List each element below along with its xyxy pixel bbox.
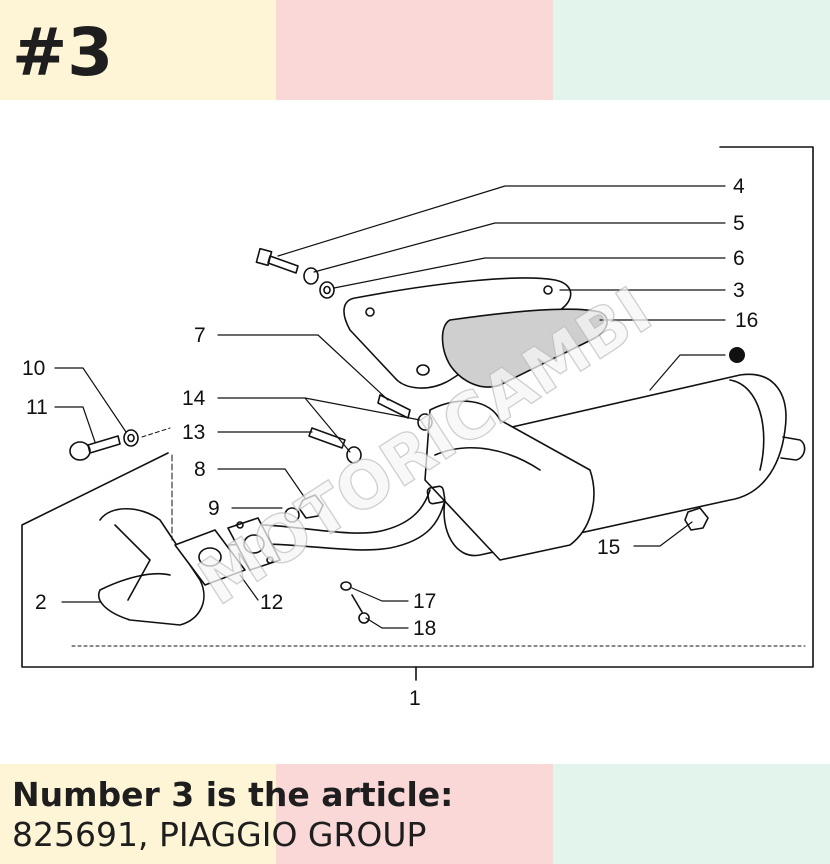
callout-8: 8	[194, 458, 206, 481]
screw-18	[351, 594, 363, 613]
callout-16: 16	[735, 309, 758, 332]
band-segment-pink	[276, 764, 553, 864]
callout-1: 1	[409, 687, 421, 710]
callout-7: 7	[194, 324, 206, 347]
bottom-color-band	[0, 764, 830, 864]
nut-9	[284, 507, 300, 523]
nut-15	[684, 507, 709, 531]
article-code-brand: 825691, PIAGGIO GROUP	[12, 815, 427, 854]
band-segment-mint	[553, 764, 830, 864]
bolt-11-washer-10	[69, 427, 171, 461]
exploded-parts-diagram: MOTORICAMBI 4 5 6 3 16 7 14 13 10 11 8 9…	[21, 146, 814, 710]
band-segment-yellow	[0, 764, 276, 864]
callout-4: 4	[733, 175, 745, 198]
callout-14: 14	[182, 387, 206, 410]
flange-gaskets	[171, 454, 281, 586]
callout-9: 9	[208, 497, 220, 520]
bolt-13	[308, 427, 346, 449]
leader-lines	[54, 185, 726, 629]
callout-6: 6	[733, 247, 745, 270]
mounting-sleeve	[426, 485, 446, 505]
item-number-badge: #3	[12, 14, 114, 91]
callout-18: 18	[413, 617, 436, 640]
washer-14a	[417, 413, 433, 431]
band-segment-yellow	[0, 0, 276, 100]
callout-3: 3	[733, 279, 745, 302]
exhaust-pipe	[98, 489, 446, 626]
callout-2: 2	[35, 591, 47, 614]
article-heading: Number 3 is the article:	[12, 775, 454, 814]
callout-5: 5	[733, 212, 745, 235]
assembly-bracket	[21, 146, 814, 668]
assembly-marker-dot	[729, 347, 745, 363]
callout-17: 17	[413, 590, 436, 613]
silencer-body	[424, 373, 806, 561]
callout-13: 13	[182, 421, 205, 444]
bolt-and-washers	[255, 247, 335, 299]
callout-10: 10	[22, 357, 45, 380]
band-segment-mint	[553, 0, 830, 100]
callout-15: 15	[597, 536, 620, 559]
nut-8	[298, 494, 324, 519]
band-segment-pink	[276, 0, 553, 100]
washer-14b	[346, 446, 362, 464]
callout-11: 11	[26, 396, 48, 419]
grille-cover	[441, 308, 608, 388]
top-color-band	[0, 0, 830, 100]
clip-17	[340, 581, 352, 591]
callout-12: 12	[260, 591, 283, 614]
